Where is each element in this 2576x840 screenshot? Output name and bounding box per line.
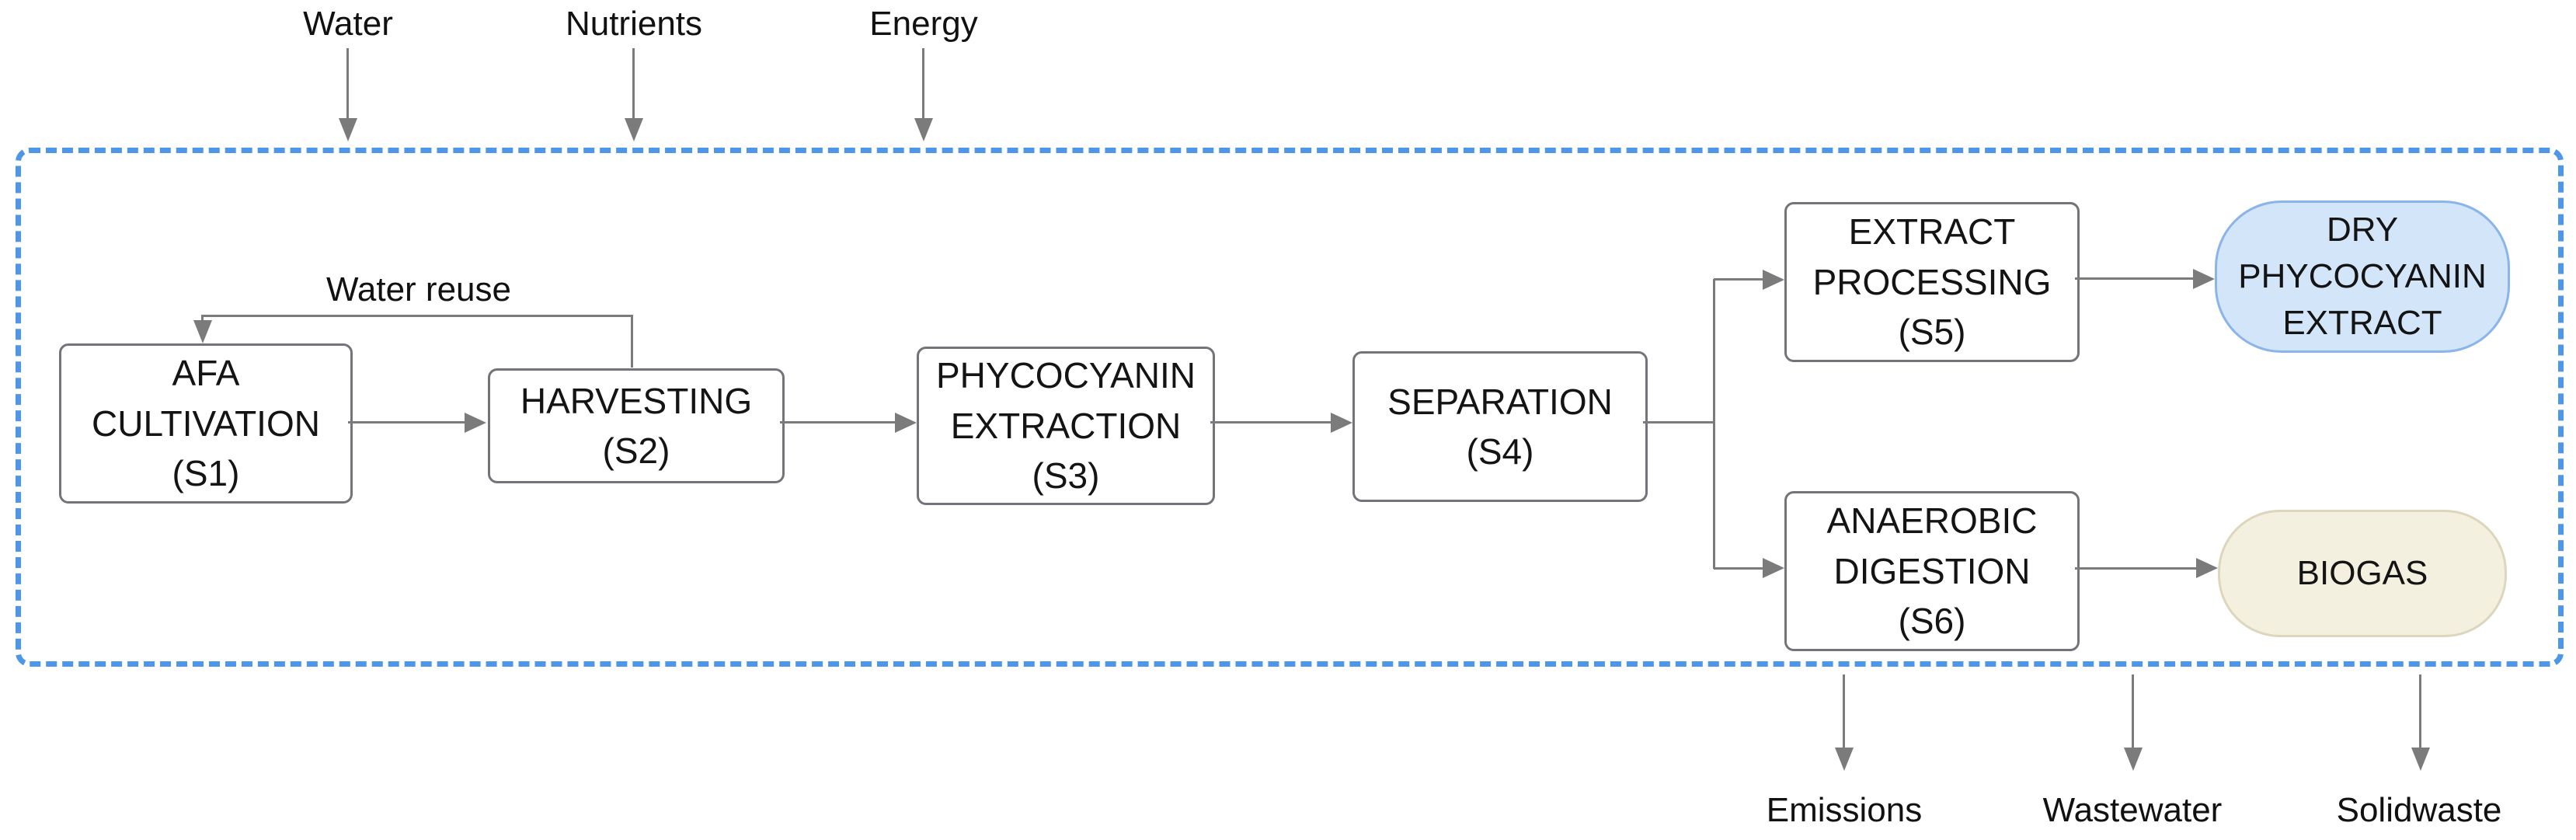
stage-s1-line: CULTIVATION <box>92 403 320 444</box>
stage-s6-line: (S6) <box>1898 601 1966 642</box>
stage-s1-line: (S1) <box>172 453 240 494</box>
solidwaste-output-arrow-line <box>2419 674 2421 749</box>
recycle-line-left <box>201 315 204 322</box>
branch-spine-line <box>1713 279 1715 569</box>
solidwaste-output-arrowhead-icon <box>2411 748 2430 771</box>
stage-s4-line: SEPARATION <box>1387 381 1613 422</box>
product-pill-dry-phycocyanin-extract: DRY PHYCOCYANIN EXTRACT <box>2215 200 2510 353</box>
energy-input-arrow-line <box>922 48 924 120</box>
stage-s1-line: AFA <box>172 353 240 394</box>
stage-s5-line: PROCESSING <box>1812 261 2052 302</box>
stage-box-s1: AFA CULTIVATION (S1) <box>59 343 353 504</box>
stage-box-s5: EXTRACT PROCESSING (S5) <box>1784 202 2080 362</box>
output-label-solidwaste: Solidwaste <box>2336 791 2502 829</box>
stage-s5-line: (S5) <box>1898 312 1966 353</box>
connector-s5-product-arrowhead-icon <box>2193 269 2215 289</box>
recycle-label: Water reuse <box>325 270 512 308</box>
connector-s2-s3-line <box>780 421 898 423</box>
input-label-energy: Energy <box>869 5 978 43</box>
output-label-wastewater: Wastewater <box>2042 791 2223 829</box>
stage-s4-line: (S4) <box>1466 431 1534 472</box>
input-label-water: Water <box>303 5 393 43</box>
connector-s1-s2-line <box>348 421 468 423</box>
stage-box-s3: PHYCOCYANIN EXTRACTION (S3) <box>917 347 1215 505</box>
connector-s5-product-line <box>2075 277 2196 280</box>
nutrients-input-arrowhead-icon <box>625 118 643 141</box>
product-dry-line: DRY <box>2326 211 2399 249</box>
connector-s4-branch-line <box>1643 421 1715 423</box>
water-input-arrowhead-icon <box>339 118 357 141</box>
energy-input-arrowhead-icon <box>914 118 933 141</box>
emissions-output-arrow-line <box>1843 674 1845 749</box>
product-pill-biogas: BIOGAS <box>2218 510 2507 637</box>
connector-s6-product-arrowhead-icon <box>2196 558 2218 578</box>
stage-s2-line: (S2) <box>602 430 670 471</box>
recycle-arrowhead-icon <box>193 320 212 343</box>
wastewater-output-arrowhead-icon <box>2124 748 2143 771</box>
output-label-emissions: Emissions <box>1766 791 1923 829</box>
recycle-line-right <box>631 315 633 368</box>
input-label-nutrients: Nutrients <box>565 5 703 43</box>
connector-s6-product-line <box>2075 567 2199 570</box>
water-input-arrow-line <box>346 48 349 120</box>
product-dry-line: EXTRACT <box>2282 303 2442 342</box>
stage-s5-line: EXTRACT <box>1848 211 2016 253</box>
stage-s3-line: (S3) <box>1032 455 1100 497</box>
connector-branch-s6-arrowhead-icon <box>1763 558 1784 578</box>
stage-s2-line: HARVESTING <box>520 380 753 421</box>
connector-s3-s4-arrowhead-icon <box>1331 413 1352 433</box>
connector-s1-s2-arrowhead-icon <box>465 413 486 433</box>
stage-s3-line: EXTRACTION <box>950 405 1182 446</box>
product-biogas-line: BIOGAS <box>2296 554 2428 593</box>
stage-box-s2: HARVESTING (S2) <box>488 368 785 483</box>
connector-branch-s6-line <box>1714 567 1766 570</box>
connector-branch-s5-line <box>1714 278 1766 281</box>
stage-box-s6: ANAEROBIC DIGESTION (S6) <box>1784 491 2080 651</box>
product-dry-line: PHYCOCYANIN <box>2238 257 2487 296</box>
connector-s2-s3-arrowhead-icon <box>895 413 917 433</box>
wastewater-output-arrow-line <box>2132 674 2134 749</box>
connector-branch-s5-arrowhead-icon <box>1763 270 1784 290</box>
stage-s3-line: PHYCOCYANIN <box>936 355 1196 396</box>
nutrients-input-arrow-line <box>632 48 635 120</box>
stage-s6-line: DIGESTION <box>1833 550 2031 591</box>
system-boundary <box>16 148 2564 667</box>
emissions-output-arrowhead-icon <box>1835 748 1854 771</box>
stage-box-s4: SEPARATION (S4) <box>1352 351 1648 502</box>
recycle-line-horizontal <box>203 315 633 317</box>
connector-s3-s4-line <box>1210 421 1334 423</box>
stage-s6-line: ANAEROBIC <box>1826 500 2038 542</box>
